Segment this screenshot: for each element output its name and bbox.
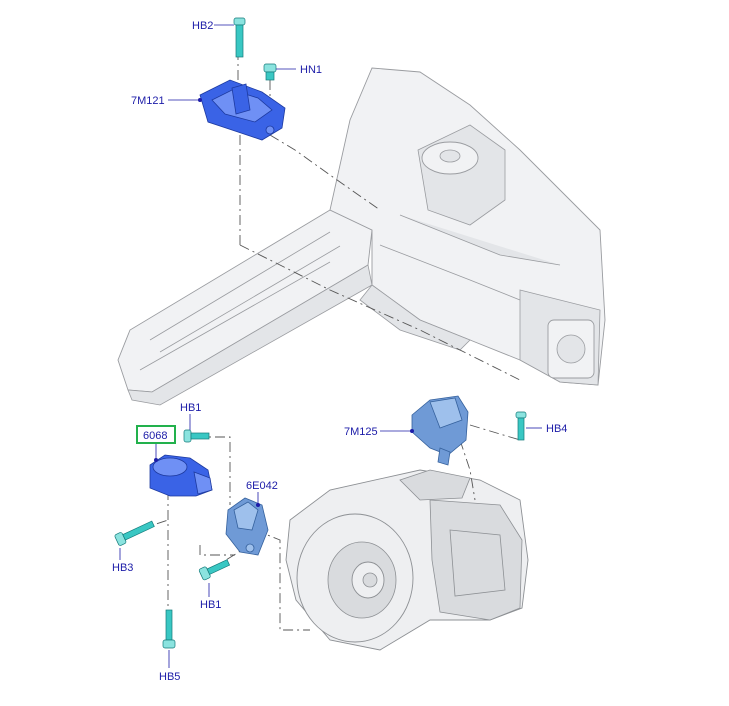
label-hn1[interactable]: HN1 xyxy=(300,64,322,76)
mount-6068 xyxy=(149,454,213,497)
bracket-7m125 xyxy=(411,395,469,466)
bolt-hb1-top-icon xyxy=(183,429,210,443)
body-frame-rail xyxy=(117,67,606,406)
bolt-hb2-icon xyxy=(233,17,246,58)
label-6068[interactable]: 6068 xyxy=(143,430,167,442)
bolt-hb4-icon xyxy=(515,411,527,441)
label-hb1-top[interactable]: HB1 xyxy=(180,402,201,414)
bolt-hb3-icon xyxy=(114,520,155,546)
highlight-box-6068 xyxy=(136,425,176,444)
bolt-hb5-icon xyxy=(162,609,176,649)
label-hb1-bottom[interactable]: HB1 xyxy=(200,599,221,611)
label-hb2[interactable]: HB2 xyxy=(192,20,213,32)
label-7m125[interactable]: 7M125 xyxy=(344,426,378,438)
label-hb4[interactable]: HB4 xyxy=(546,423,567,435)
mount-7m121 xyxy=(199,79,286,141)
leader-lines xyxy=(119,24,542,668)
bolt-hb1-bottom-icon xyxy=(198,559,231,581)
label-7m121[interactable]: 7M121 xyxy=(131,95,165,107)
bracket-6e042 xyxy=(225,497,269,556)
label-hb3[interactable]: HB3 xyxy=(112,562,133,574)
nut-hn1-icon xyxy=(263,63,277,81)
label-6e042[interactable]: 6E042 xyxy=(246,480,278,492)
label-hb5[interactable]: HB5 xyxy=(159,671,180,683)
transmission-assembly xyxy=(285,469,529,651)
